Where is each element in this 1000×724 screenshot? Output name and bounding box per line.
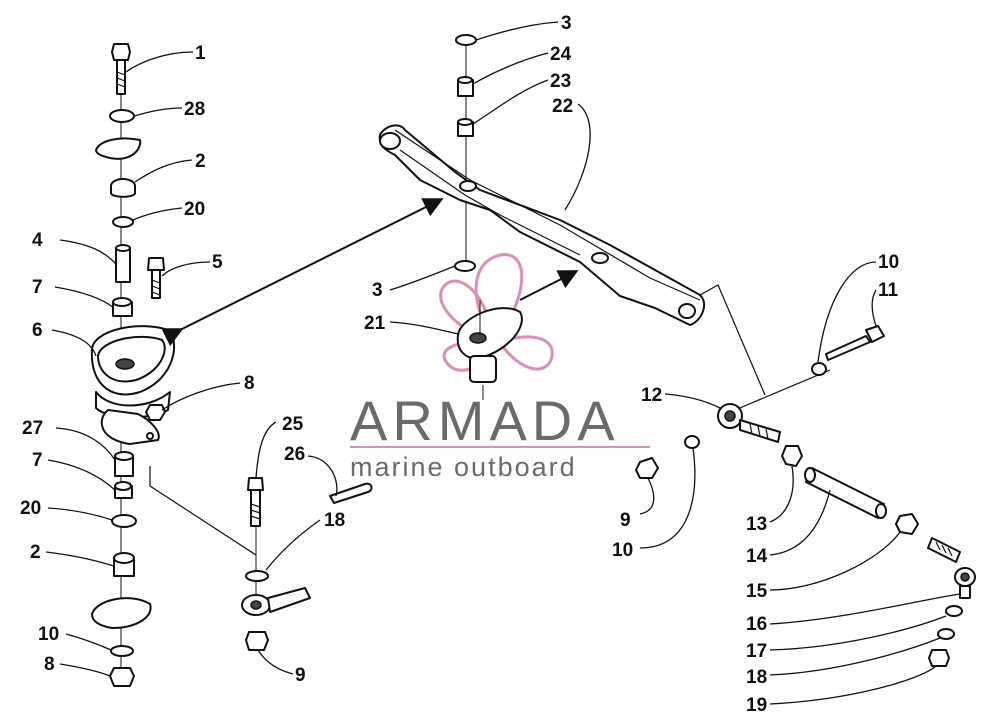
bushing-part-2-lower — [113, 552, 135, 577]
connection-arrows — [161, 198, 579, 347]
spacer-part-4 — [115, 244, 131, 283]
callout-3-top: 3 — [561, 13, 572, 34]
adjuster-sleeve-part-14 — [804, 467, 887, 519]
lower-plate-part — [91, 597, 152, 629]
callout-17: 17 — [746, 641, 767, 662]
callout-27: 27 — [22, 418, 43, 439]
bushing-part-2-upper — [110, 178, 136, 198]
washer-part-18-right — [937, 628, 955, 640]
callout-14: 14 — [746, 546, 768, 567]
bolt-part-1 — [111, 43, 131, 95]
callout-22: 22 — [552, 96, 573, 117]
pivot-post-part-21 — [456, 300, 523, 400]
callout-15: 15 — [746, 581, 768, 602]
callout-7-upper: 7 — [32, 277, 43, 298]
nut-part-9-right — [635, 457, 659, 479]
watermark-brand: ARMADA — [350, 389, 620, 452]
callout-18-right: 18 — [746, 667, 767, 688]
callout-19: 19 — [746, 695, 767, 716]
spacer-part-24 — [457, 76, 474, 97]
callout-10-mid: 10 — [612, 540, 633, 561]
washer-part-3-top — [455, 34, 477, 46]
bolt-part-5 — [147, 257, 165, 299]
callout-5: 5 — [212, 252, 223, 273]
callout-9-center: 9 — [295, 665, 306, 686]
left-mount-assembly — [90, 43, 176, 687]
steering-arm-part-22 — [378, 34, 706, 326]
watermark-tagline: marine outboard — [350, 452, 577, 482]
callout-labels: 1 28 2 20 4 5 7 6 8 27 7 20 2 10 8 3 24 … — [20, 13, 899, 716]
callout-18-center: 18 — [324, 510, 345, 531]
center-link-assembly — [149, 466, 373, 651]
bolt-part-11 — [825, 325, 885, 361]
callout-21: 21 — [364, 313, 386, 334]
bushing-part-7-upper — [112, 297, 133, 317]
callout-1: 1 — [195, 43, 206, 64]
callout-6: 6 — [32, 320, 43, 341]
callout-8-upper: 8 — [244, 373, 255, 394]
callout-26: 26 — [284, 444, 305, 465]
callout-2-upper: 2 — [195, 151, 206, 172]
callout-4: 4 — [32, 230, 43, 251]
callout-16: 16 — [746, 614, 767, 635]
tie-rod-end-part-16 — [927, 537, 976, 599]
callout-9-right: 9 — [620, 510, 631, 531]
mount-bracket-part-6 — [90, 325, 176, 445]
callout-7-lower: 7 — [32, 450, 43, 471]
tie-rod-assembly — [635, 284, 976, 667]
jam-nut-part-13 — [781, 445, 803, 467]
tie-rod-end-part-12 — [717, 403, 781, 443]
washer-part-20-lower — [111, 514, 137, 528]
washer-part-10-right — [811, 362, 827, 376]
callout-11: 11 — [878, 280, 899, 301]
callout-23: 23 — [550, 71, 571, 92]
tie-rod-end-center — [241, 587, 311, 616]
washer-part-20-upper — [112, 216, 134, 228]
callout-8-lower: 8 — [44, 654, 55, 675]
bushing-part-27 — [114, 451, 134, 477]
washer-part-17 — [945, 605, 963, 617]
washer-part-28 — [109, 109, 135, 123]
callout-24: 24 — [550, 44, 572, 65]
nut-part-8-upper — [145, 404, 166, 421]
callout-20-upper: 20 — [184, 199, 205, 220]
spacer-part-23 — [457, 118, 474, 137]
callout-2-lower: 2 — [30, 542, 41, 563]
callout-12: 12 — [641, 385, 662, 406]
washer-part-10-left — [110, 645, 134, 657]
bushing-part-7-lower — [114, 481, 133, 499]
jam-nut-part-15 — [895, 513, 919, 535]
washer-part-18-center — [245, 570, 269, 582]
callout-10-left: 10 — [38, 624, 59, 645]
cotter-pin-part-26 — [329, 482, 373, 504]
nut-part-9-center — [245, 631, 269, 651]
callout-3-lower: 3 — [372, 280, 383, 301]
nut-part-19 — [928, 649, 950, 667]
washer-part-10-mid — [684, 435, 700, 449]
callout-10-right: 10 — [878, 252, 899, 273]
washer-part-3-lower — [454, 260, 476, 272]
nut-part-8-lower — [109, 667, 135, 687]
callout-25: 25 — [282, 414, 304, 435]
callout-28: 28 — [184, 99, 205, 120]
callout-20-lower: 20 — [20, 498, 41, 519]
bolt-part-25 — [247, 477, 264, 527]
plate-part — [95, 137, 142, 160]
leader-lines — [45, 21, 961, 705]
callout-13: 13 — [746, 514, 767, 535]
armada-watermark: ARMADA marine outboard — [350, 253, 650, 482]
